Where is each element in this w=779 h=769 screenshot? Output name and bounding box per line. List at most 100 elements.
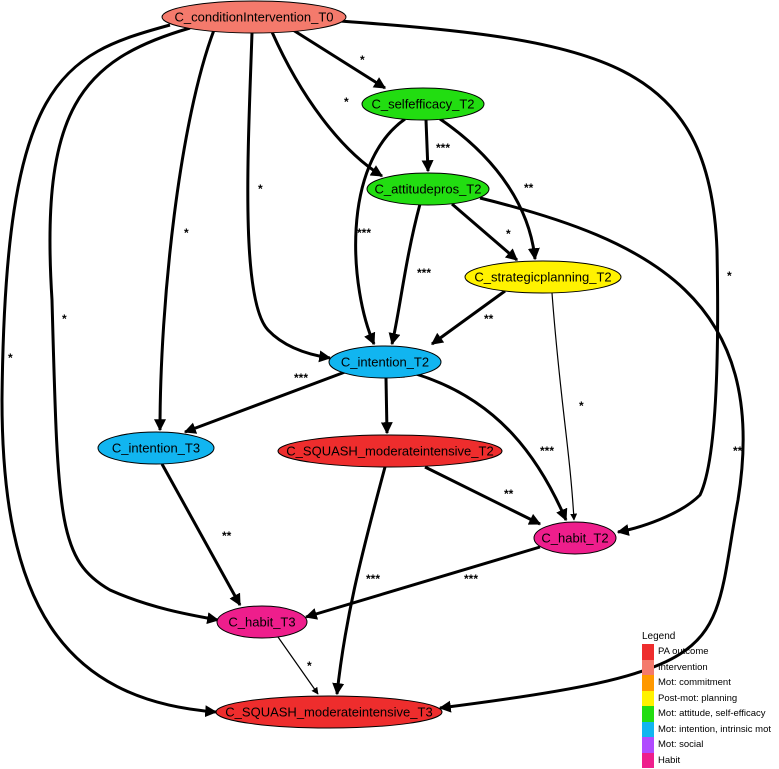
edge-att2-to-sq3 (438, 196, 745, 713)
edge-label-int2-to-sq2: ** (396, 371, 406, 385)
edge-cond-to-att2 (270, 31, 384, 178)
legend-swatch (642, 721, 654, 737)
legend-item: Mot: social (642, 737, 779, 753)
node-hab2: C_habit_T2 (533, 521, 617, 555)
node-se2: C_selfefficacy_T2 (361, 87, 485, 121)
node-shape-sq3 (215, 695, 443, 729)
legend-swatch (642, 675, 654, 691)
legend-label: Mot: social (658, 739, 704, 751)
edge-se2-to-int2 (354, 117, 406, 346)
edge-cond-to-se2 (292, 28, 387, 90)
node-hab3: C_habit_T3 (216, 605, 308, 639)
node-label-sq2: C_SQUASH_moderateintensive_T2 (286, 444, 493, 459)
edge-cond-to-hab2 (339, 19, 720, 536)
node-shape-sp2 (464, 260, 622, 294)
legend-label: Habit (658, 754, 681, 766)
legend-swatch (642, 737, 654, 753)
node-shape-cond (161, 0, 347, 34)
legend-title: Legend (642, 631, 676, 642)
edge-int2-to-int3 (183, 370, 346, 434)
legend-swatch (642, 644, 654, 660)
node-label-cond: C_conditionIntervention_T0 (175, 10, 334, 25)
edge-label-cond-to-int2: * (258, 182, 263, 196)
edge-label-att2-to-sq3: ** (733, 444, 743, 458)
node-shape-int3 (97, 431, 215, 465)
edge-label-cond-to-hab3: * (62, 312, 67, 326)
node-label-int3: C_intention_T3 (112, 441, 200, 456)
legend-label: Intervention (658, 661, 708, 673)
edge-label-att2-to-int2: *** (417, 266, 431, 280)
node-att2: C_attitudepros_T2 (366, 172, 490, 206)
edge-int3-to-hab3 (160, 463, 242, 607)
edge-label-cond-to-att2: * (344, 95, 349, 109)
node-shape-hab3 (216, 605, 308, 639)
legend-item: Mot: commitment (642, 675, 779, 691)
legend-item: Intervention (642, 659, 779, 675)
node-shape-hab2 (533, 521, 617, 555)
edge-label-sp2-to-int2: ** (484, 312, 494, 326)
edge-label-se2-to-sp2: ** (524, 181, 534, 195)
node-shape-int2 (328, 345, 442, 379)
edge-label-sq2-to-sq3: *** (366, 572, 380, 586)
edge-cond-to-int2 (246, 32, 332, 363)
node-label-sp2: C_strategicplanning_T2 (474, 270, 611, 285)
node-sq3: C_SQUASH_moderateintensive_T3 (215, 695, 443, 729)
node-sp2: C_strategicplanning_T2 (464, 260, 622, 294)
edge-int2-to-sq2 (380, 377, 393, 435)
node-shape-att2 (366, 172, 490, 206)
legend-label: Mot: attitude, self-efficacy (658, 708, 766, 720)
edge-label-cond-to-se2: * (360, 53, 365, 67)
edge-se2-to-sp2 (439, 117, 540, 261)
node-cond: C_conditionIntervention_T0 (161, 0, 347, 34)
legend-label: Post-mot: planning (658, 692, 738, 704)
edge-int2-to-hab2 (415, 372, 568, 522)
legend-item: PA outcome (642, 644, 779, 660)
edge-label-hab3-to-sq3: * (307, 659, 312, 673)
edge-label-se2-to-int2: *** (357, 226, 371, 240)
node-label-hab3: C_habit_T3 (228, 615, 295, 630)
node-label-sq3: C_SQUASH_moderateintensive_T3 (225, 705, 432, 720)
legend-swatch (642, 706, 654, 722)
legend-swatch (642, 659, 654, 675)
edge-label-hab2-to-hab3: *** (464, 572, 478, 586)
node-label-hab2: C_habit_T2 (541, 531, 608, 546)
legend-item: Habit (642, 752, 779, 768)
edge-label-sp2-to-hab2: * (579, 399, 584, 413)
edge-cond-to-int3 (154, 29, 216, 432)
node-label-att2: C_attitudepros_T2 (375, 182, 482, 197)
legend-item: Post-mot: planning (642, 690, 779, 706)
edge-hab2-to-hab3 (304, 545, 541, 620)
legend-swatch (642, 752, 654, 768)
edge-label-int3-to-hab3: ** (222, 529, 232, 543)
edge-label-int2-to-int3: *** (294, 371, 308, 385)
edge-label-cond-to-sq3: * (8, 351, 13, 365)
edge-label-att2-to-sp2: * (506, 227, 511, 241)
node-shape-sq2 (277, 434, 503, 468)
edge-label-se2-to-att2: *** (436, 141, 450, 155)
node-int2: C_intention_T2 (328, 345, 442, 379)
legend-label: PA outcome (658, 646, 709, 658)
edge-hab3-to-sq3 (277, 636, 319, 695)
edge-label-cond-to-int3: * (184, 226, 189, 240)
edge-sp2-to-int2 (431, 289, 506, 346)
legend-swatch (642, 690, 654, 706)
legend-item: Mot: intention, intrinsic mot (642, 721, 779, 737)
edge-att2-to-int2 (388, 203, 422, 346)
node-shape-se2 (361, 87, 485, 121)
edge-se2-to-att2 (421, 119, 434, 173)
edge-label-sq2-to-hab2: ** (504, 487, 514, 501)
node-int3: C_intention_T3 (97, 431, 215, 465)
edge-att2-to-sp2 (451, 202, 518, 262)
edge-label-cond-to-hab2: * (727, 269, 732, 283)
node-label-int2: C_intention_T2 (341, 355, 429, 370)
legend-label: Mot: commitment (658, 677, 731, 689)
legend-label: Mot: intention, intrinsic mot (658, 723, 771, 735)
edge-cond-to-hab3 (48, 26, 220, 625)
node-label-se2: C_selfefficacy_T2 (371, 97, 474, 112)
edge-label-int2-to-hab2: *** (540, 444, 554, 458)
node-sq2: C_SQUASH_moderateintensive_T2 (277, 434, 503, 468)
edge-sp2-to-hab2 (551, 292, 578, 521)
edge-cond-to-sq3 (0, 23, 218, 718)
